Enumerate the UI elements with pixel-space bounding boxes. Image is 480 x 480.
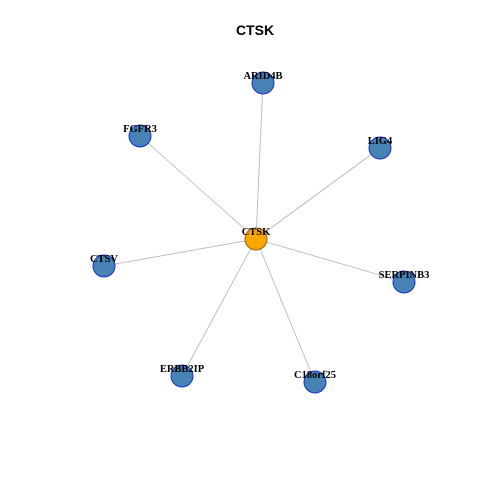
node-serpinb3	[392, 270, 416, 294]
node-label-fgfr3: FGFR3	[123, 124, 157, 135]
node-label-c18orf25: C18orf25	[294, 370, 336, 381]
nodes-layer	[92, 71, 416, 394]
node-label-arid4b: ARID4B	[243, 71, 282, 82]
node-ctsv	[92, 254, 116, 278]
node-label-ctsv: CTSV	[90, 254, 118, 265]
node-label-serpinb3: SERPINB3	[379, 270, 430, 281]
edge-ctsk-fgfr3	[139, 135, 257, 240]
node-c18orf25	[303, 370, 327, 394]
node-fgfr3	[128, 124, 152, 148]
edge-ctsk-ctsv	[103, 238, 257, 267]
edge-ctsk-arid4b	[255, 82, 264, 240]
node-label-erbb2ip: ERBB2IP	[160, 364, 205, 375]
edge-ctsk-erbb2ip	[181, 238, 257, 377]
node-arid4b	[251, 71, 275, 95]
node-label-lig4: LIG4	[368, 136, 393, 147]
edge-ctsk-serpinb3	[255, 238, 405, 283]
node-label-ctsk: CTSK	[242, 227, 271, 238]
node-ctsk	[244, 227, 268, 251]
graph-title: CTSK	[236, 22, 274, 38]
edge-ctsk-c18orf25	[255, 238, 316, 383]
node-erbb2ip	[170, 364, 194, 388]
edges-layer	[103, 82, 405, 383]
edge-ctsk-lig4	[255, 147, 381, 240]
node-lig4	[368, 136, 392, 160]
